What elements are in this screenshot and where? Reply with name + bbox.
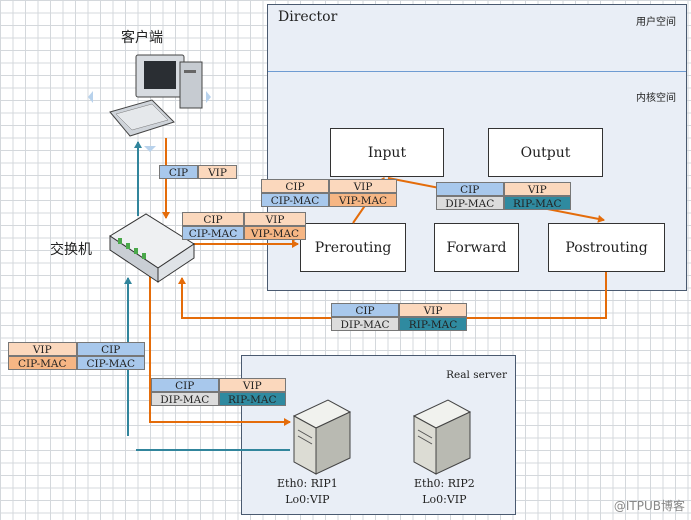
output-module: Output [488, 128, 603, 177]
rs1-server-icon [292, 399, 352, 475]
rs2-label: Eth0: RIP2 Lo0:VIP [414, 476, 475, 508]
packet-dst-mac: RIP-MAC [503, 196, 571, 210]
client-computer-icon [88, 54, 211, 152]
packet-dst-ip: VIP [198, 165, 237, 179]
packet-dst-ip: CIP [76, 342, 145, 356]
switch-label: 交换机 [50, 242, 92, 258]
packet-client-request: CIP VIP [159, 165, 237, 179]
packet-dst-ip: VIP [244, 212, 306, 226]
packet-src-mac: CIP-MAC [261, 193, 329, 207]
packet-src-ip: CIP [261, 179, 329, 193]
postrouting-module: Postrouting [548, 223, 665, 272]
packet-dst-mac: VIP-MAC [244, 226, 306, 240]
switch-icon [109, 213, 195, 283]
packet-dst-ip: VIP [399, 303, 467, 317]
rs2-lo-label: Lo0:VIP [422, 493, 467, 506]
rs2-server-icon [412, 399, 472, 475]
packet-dst-ip: VIP [503, 182, 571, 196]
packet-src-mac: DIP-MAC [331, 317, 399, 331]
packet-to-rs1: CIP VIP DIP-MAC RIP-MAC [151, 378, 286, 406]
rs1-lo-label: Lo0:VIP [285, 493, 330, 506]
packet-dst-ip: VIP [218, 378, 286, 392]
packet-src-ip: CIP [151, 378, 219, 392]
packet-src-mac: DIP-MAC [151, 392, 219, 406]
forward-module: Forward [434, 223, 519, 272]
packet-at-postrouting: CIP VIP DIP-MAC RIP-MAC [436, 182, 571, 210]
real-server-title: Real server [446, 369, 507, 381]
user-space-label: 用户空间 [636, 17, 676, 28]
rs1-label: Eth0: RIP1 Lo0:VIP [277, 476, 338, 508]
packet-dst-mac: VIP-MAC [329, 193, 397, 207]
packet-src-mac: DIP-MAC [436, 196, 504, 210]
packet-src-ip: CIP [436, 182, 504, 196]
packet-response: VIP CIP CIP-MAC CIP-MAC [8, 342, 145, 370]
rs2-eth-label: Eth0: RIP2 [414, 477, 475, 490]
packet-director-out: CIP VIP DIP-MAC RIP-MAC [331, 303, 467, 331]
input-module: Input [330, 128, 444, 177]
space-divider [268, 71, 686, 72]
packet-src-ip: CIP [331, 303, 399, 317]
packet-src-ip: CIP [182, 212, 244, 226]
packet-src-mac: CIP-MAC [8, 356, 77, 370]
packet-src-ip: VIP [8, 342, 77, 356]
packet-src-mac: CIP-MAC [182, 226, 244, 240]
packet-dst-ip: VIP [329, 179, 397, 193]
rs1-eth-label: Eth0: RIP1 [277, 477, 338, 490]
packet-at-input: CIP VIP CIP-MAC VIP-MAC [261, 179, 397, 207]
prerouting-module: Prerouting [300, 223, 406, 272]
packet-dst-mac: RIP-MAC [218, 392, 286, 406]
client-label: 客户端 [121, 30, 163, 46]
watermark: @ITPUB博客 [613, 499, 685, 513]
packet-dst-mac: CIP-MAC [76, 356, 145, 370]
packet-to-director: CIP VIP CIP-MAC VIP-MAC [182, 212, 306, 240]
director-title: Director [278, 9, 338, 25]
packet-src-ip: CIP [159, 165, 198, 179]
packet-dst-mac: RIP-MAC [399, 317, 467, 331]
arrow-switch-to-rs1 [149, 272, 291, 426]
kernel-space-label: 内核空间 [636, 93, 676, 104]
